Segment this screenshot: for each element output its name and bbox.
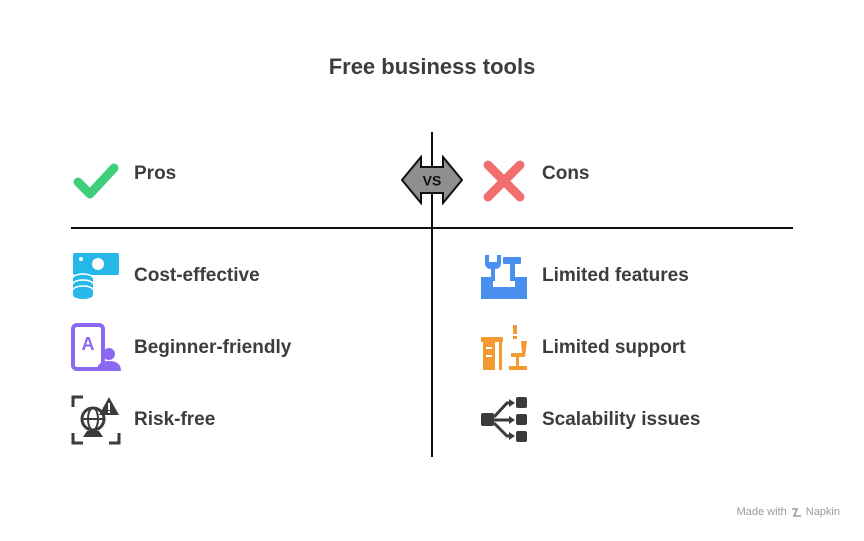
vs-badge: VS [401, 155, 463, 205]
cons-header: Cons [542, 163, 590, 184]
empty-desk-icon [481, 325, 527, 370]
safe-globe-warning-icon [71, 395, 121, 445]
pros-item-label: Risk-free [134, 409, 216, 430]
cons-item-label: Limited support [542, 337, 686, 358]
cons-item-label: Scalability issues [542, 409, 701, 430]
learning-user-icon: A [71, 323, 121, 371]
vertical-divider [431, 132, 433, 457]
cons-item-label: Limited features [542, 265, 689, 286]
svg-text:A: A [82, 334, 95, 354]
napkin-brand-label: Napkin [805, 506, 840, 518]
money-stack-icon [72, 253, 119, 299]
cross-icon [483, 160, 525, 202]
tools-box-icon [481, 255, 527, 299]
napkin-logo-icon [791, 507, 801, 517]
made-with-napkin-footer: Made with Napkin [737, 506, 840, 518]
pros-item-label: Cost-effective [134, 265, 260, 286]
checkmark-icon [73, 163, 119, 199]
horizontal-divider [71, 227, 793, 229]
scaling-blocks-icon [481, 397, 527, 442]
pros-item-label: Beginner-friendly [134, 337, 292, 358]
made-with-label: Made with [736, 506, 787, 518]
pros-header: Pros [134, 163, 177, 184]
vs-label: VS [423, 173, 442, 189]
diagram-title: Free business tools [328, 54, 536, 79]
